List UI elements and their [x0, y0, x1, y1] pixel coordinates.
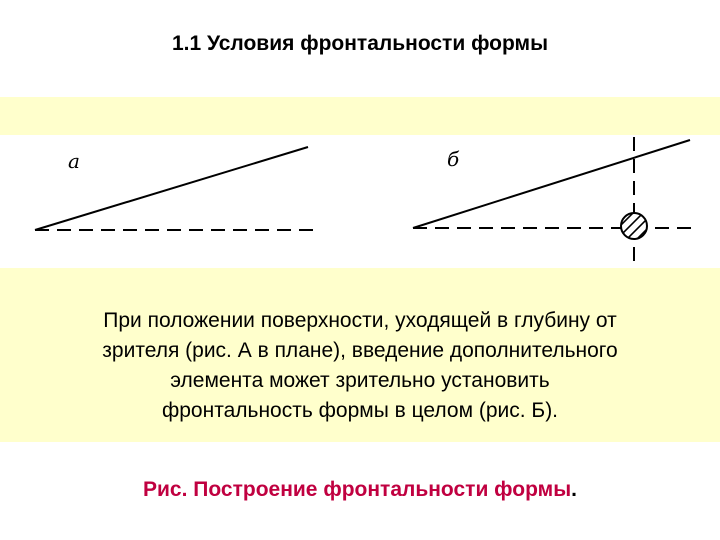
highlight-band [0, 97, 720, 135]
body-line: элемента может зрительно установить [170, 369, 550, 392]
caption-text: Рис. Построение фронтальности формы [143, 478, 572, 501]
caption-period: . [571, 478, 577, 501]
text-box [0, 268, 720, 442]
body-line: зрителя (рис. А в плане), введение допол… [102, 339, 618, 362]
fig-a-slanted-line [34, 146, 309, 231]
body-line: фронтальность формы в целом (рис. Б). [161, 399, 559, 422]
figure-caption: Рис. Построение фронтальности формы. [0, 478, 720, 502]
fig-a-label: а [68, 149, 80, 173]
body-text: При положении поверхности, уходящей в гл… [6, 306, 714, 426]
figure-diagram: а б [0, 135, 720, 268]
fig-b-slanted-line [412, 139, 691, 229]
fig-b-label: б [447, 147, 460, 171]
fig-b-hatched-circle [620, 212, 648, 240]
diagram-svg: а б [34, 137, 695, 265]
body-line: При положении поверхности, уходящей в гл… [103, 309, 617, 332]
slide-title: 1.1 Условия фронтальности формы [171, 32, 549, 55]
